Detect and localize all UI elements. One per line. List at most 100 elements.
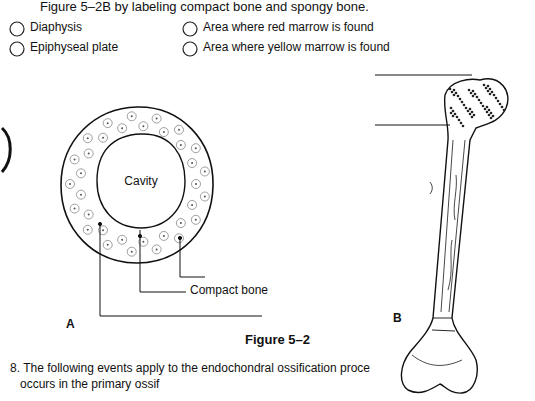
central-canal	[121, 127, 123, 129]
spongy-dot	[503, 109, 506, 112]
osteon	[103, 119, 112, 128]
question-text: 8. The following events apply to the end…	[10, 362, 370, 376]
option-circle	[183, 42, 197, 56]
leader-line	[100, 224, 262, 316]
central-canal	[180, 144, 182, 146]
spongy-dot	[501, 106, 504, 109]
spongy-dot	[469, 108, 472, 111]
osteon	[200, 192, 209, 201]
leader-line	[375, 125, 450, 126]
spongy-dot	[493, 94, 496, 97]
central-canal	[195, 147, 197, 149]
option-label: Epiphyseal plate	[30, 41, 118, 55]
osteon	[84, 210, 93, 219]
spongy-dot	[455, 92, 458, 95]
osteon	[66, 180, 75, 189]
osteon	[152, 114, 161, 123]
bone-cross-section	[61, 107, 213, 263]
cavity-region: Cavity	[96, 133, 186, 229]
osteon	[76, 169, 85, 178]
central-canal	[80, 172, 82, 174]
marrow-cavity-line	[449, 140, 465, 312]
spongy-dot	[461, 101, 464, 104]
central-canal	[87, 229, 89, 231]
osteon	[139, 122, 148, 131]
osteon	[83, 225, 92, 234]
osteon	[191, 144, 200, 153]
central-canal	[142, 125, 144, 127]
central-canal	[156, 118, 158, 120]
leader-dot	[138, 234, 141, 237]
figure-letter: A	[66, 318, 75, 332]
option-label: Area where red marrow is found	[203, 21, 374, 35]
osteon	[84, 149, 93, 158]
spongy-dot	[465, 107, 468, 110]
spongy-dot	[471, 116, 474, 119]
spongy-dot	[471, 111, 474, 114]
osteon	[118, 235, 127, 244]
spongy-dot	[480, 102, 483, 105]
central-canal	[102, 137, 104, 139]
spongy-dot	[450, 107, 453, 110]
spongy-dot	[486, 111, 489, 114]
spongy-dot	[468, 89, 471, 92]
spongy-dot	[491, 91, 494, 94]
osteon	[127, 247, 136, 256]
osteon	[83, 134, 92, 143]
central-canal	[121, 239, 123, 241]
spongy-dot	[450, 112, 453, 115]
central-canal	[195, 219, 197, 221]
spongy-bone-texture	[449, 84, 506, 128]
central-canal	[163, 235, 165, 237]
central-canal	[74, 208, 76, 210]
spongy-dot	[451, 91, 454, 94]
central-canal	[156, 248, 158, 250]
spongy-dot	[495, 97, 498, 100]
central-canal	[74, 158, 76, 160]
central-canal	[195, 183, 197, 185]
spongy-dot	[485, 87, 488, 90]
central-canal	[107, 122, 109, 124]
osteon	[127, 112, 136, 121]
central-canal	[180, 222, 182, 224]
spongy-dot	[452, 110, 455, 113]
spongy-dot	[487, 85, 490, 88]
marrow-texture	[448, 175, 456, 290]
spongy-dot	[489, 88, 492, 91]
leader-dot	[178, 236, 181, 239]
spongy-dot	[478, 99, 481, 102]
option-label: Diaphysis	[30, 21, 82, 35]
osteon	[70, 155, 79, 164]
spongy-dot	[454, 113, 457, 116]
part-label: Compact bone	[190, 284, 268, 298]
leader-line	[180, 238, 205, 277]
spongy-dot	[489, 93, 492, 96]
option-circle	[10, 42, 24, 56]
cut-line	[432, 318, 455, 331]
spongy-dot	[488, 109, 491, 112]
option-circle	[183, 22, 197, 36]
region-label: Cavity	[124, 174, 157, 188]
spongy-dot	[462, 125, 465, 128]
spongy-dot	[449, 88, 452, 91]
figure-letter: B	[393, 312, 402, 326]
osteon	[76, 190, 85, 199]
spongy-dot	[497, 100, 500, 103]
spongy-dot	[459, 98, 462, 101]
spongy-dot	[483, 84, 486, 87]
central-canal	[131, 251, 133, 253]
option-label: Area where yellow marrow is found	[203, 41, 390, 55]
femur-outline	[401, 79, 507, 393]
spongy-dot	[486, 106, 489, 109]
osteon	[176, 140, 185, 149]
spongy-dot	[490, 117, 493, 120]
spongy-dot	[472, 95, 475, 98]
central-canal	[69, 183, 71, 185]
leader-dot	[98, 222, 101, 225]
spongy-dot	[487, 90, 490, 93]
spongy-dot	[463, 104, 466, 107]
edge-mark	[2, 128, 10, 172]
central-canal	[80, 194, 82, 196]
spongy-dot	[492, 115, 495, 118]
